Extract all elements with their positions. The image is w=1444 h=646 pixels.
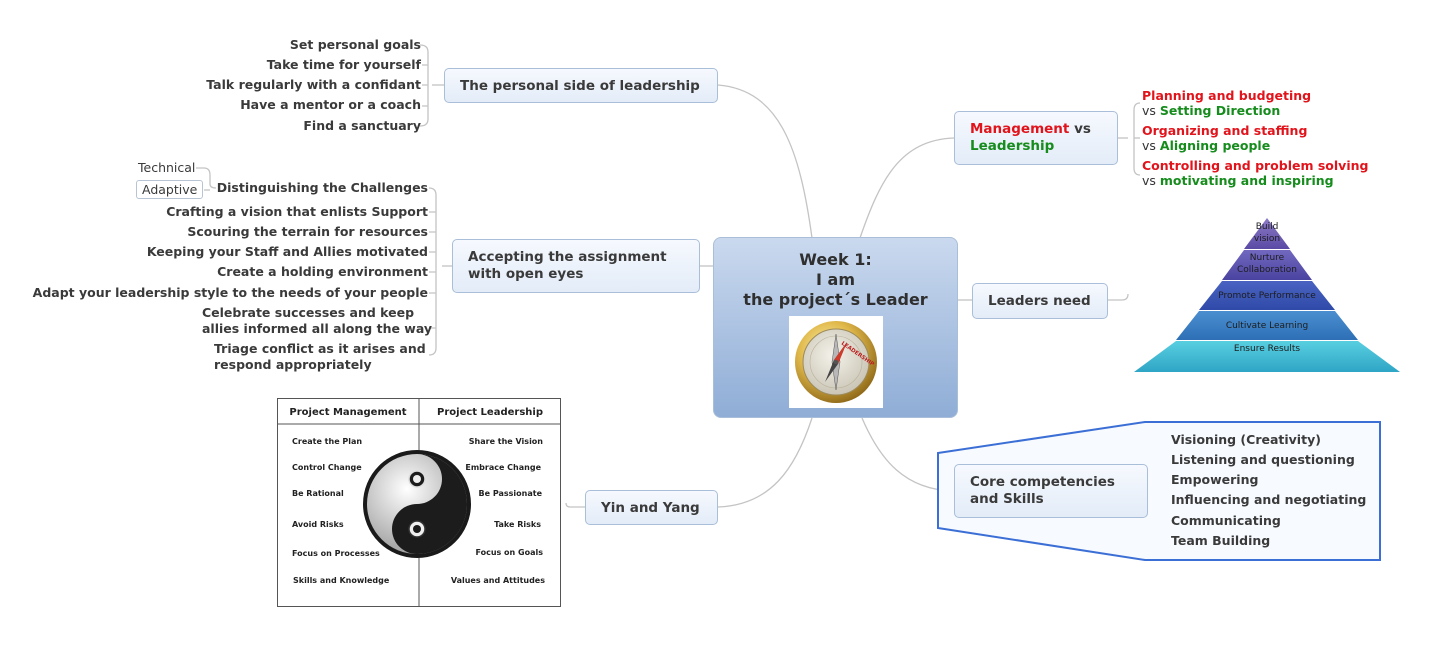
- challenge-adaptive-label: Adaptive: [142, 182, 198, 197]
- yy-management-item: Skills and Knowledge: [293, 576, 390, 585]
- topic-leaders-need-label: Leaders need: [988, 293, 1091, 309]
- personal-item[interactable]: Take time for yourself: [266, 57, 421, 72]
- topic-yin-yang-label: Yin and Yang: [601, 499, 700, 516]
- celebrate-line2: allies informed all along the way: [202, 321, 433, 336]
- topic-accepting-assignment[interactable]: Accepting the assignment with open eyes: [452, 239, 700, 293]
- pair-vs: vs: [1142, 173, 1160, 188]
- management-pair[interactable]: Controlling and problem solving vs motiv…: [1142, 158, 1368, 188]
- central-title-line1: Week 1:: [799, 250, 872, 269]
- topic-vs-label: vs: [1069, 121, 1091, 137]
- yy-leadership-item: Be Passionate: [479, 489, 543, 498]
- pyramid-level-build-1: Build: [1256, 222, 1279, 232]
- personal-item[interactable]: Set personal goals: [289, 37, 421, 52]
- yy-header-leadership: Project Leadership: [437, 407, 543, 418]
- core-item[interactable]: Team Building: [1171, 533, 1271, 548]
- personal-item[interactable]: Talk regularly with a confidant: [206, 77, 421, 92]
- assignment-item[interactable]: Scouring the terrain for resources: [187, 224, 428, 239]
- yy-management-item: Create the Plan: [292, 437, 362, 446]
- yin-yang-table-image: Project Management Project Leadership Cr…: [277, 398, 561, 607]
- leaders-need-pyramid: Build vision Nurture Collaboration Promo…: [1134, 218, 1400, 372]
- yy-management-item: Avoid Risks: [292, 520, 344, 529]
- yy-management-item: Be Rational: [292, 489, 344, 498]
- central-topic[interactable]: Week 1: I am the project´s Leader: [713, 237, 958, 418]
- pair-vs: vs: [1142, 103, 1160, 118]
- assignment-item[interactable]: Adapt your leadership style to the needs…: [32, 285, 428, 300]
- central-title-line2: I am: [816, 270, 855, 289]
- pyramid-level-nurture-1: Nurture: [1250, 253, 1285, 263]
- assignment-item[interactable]: Keeping your Staff and Allies motivated: [146, 244, 428, 259]
- core-item[interactable]: Influencing and negotiating: [1171, 492, 1367, 507]
- celebrate-line1: Celebrate successes and keep: [202, 305, 415, 320]
- yy-leadership-item: Share the Vision: [469, 437, 544, 446]
- pair-management: Organizing and staffing: [1142, 123, 1308, 138]
- pair-leadership: Aligning people: [1159, 138, 1271, 153]
- assignment-item[interactable]: Create a holding environment: [217, 264, 428, 279]
- yy-leadership-item: Embrace Change: [465, 463, 541, 472]
- triage-line1: Triage conflict as it arises and: [214, 341, 426, 356]
- topic-personal-side-label: The personal side of leadership: [460, 77, 700, 94]
- personal-item[interactable]: Find a sanctuary: [303, 118, 421, 133]
- triage-line2: respond appropriately: [214, 357, 372, 372]
- topic-accepting-line2: with open eyes: [468, 266, 584, 282]
- topic-management-vs-leadership[interactable]: Management vs Leadership: [954, 111, 1118, 165]
- topic-yin-yang[interactable]: Yin and Yang: [585, 490, 718, 525]
- topic-core-competencies[interactable]: Core competencies and Skills: [954, 464, 1148, 518]
- pair-leadership: Setting Direction: [1159, 103, 1281, 118]
- pyramid-level-ensure: Ensure Results: [1234, 344, 1300, 354]
- yy-management-item: Focus on Processes: [292, 549, 380, 558]
- topic-leadership-label: Leadership: [970, 138, 1055, 154]
- management-pair[interactable]: Organizing and staffing vs Aligning peop…: [1142, 123, 1307, 153]
- assignment-item[interactable]: Crafting a vision that enlists Support: [166, 204, 428, 219]
- topic-personal-side[interactable]: The personal side of leadership: [444, 68, 718, 103]
- yy-leadership-item: Focus on Goals: [475, 548, 543, 557]
- core-item[interactable]: Communicating: [1171, 513, 1281, 528]
- assignment-item-triage[interactable]: Triage conflict as it arises and respond…: [214, 341, 426, 373]
- pyramid-level-nurture-2: Collaboration: [1237, 265, 1297, 275]
- pyramid-level-cultivate: Cultivate Learning: [1226, 321, 1308, 331]
- core-item[interactable]: Visioning (Creativity): [1171, 432, 1321, 447]
- yy-leadership-item: Values and Attitudes: [451, 576, 545, 585]
- assignment-item-celebrate[interactable]: Celebrate successes and keep allies info…: [202, 305, 433, 337]
- management-pair[interactable]: Planning and budgeting vs Setting Direct…: [1142, 88, 1311, 118]
- pair-leadership: motivating and inspiring: [1159, 173, 1334, 188]
- topic-management-label: Management: [970, 121, 1070, 137]
- core-boundary: [937, 421, 1381, 561]
- core-item[interactable]: Empowering: [1171, 472, 1259, 487]
- yy-header-management: Project Management: [289, 407, 406, 418]
- central-title-line3: the project´s Leader: [743, 290, 928, 309]
- core-item[interactable]: Listening and questioning: [1171, 452, 1355, 467]
- personal-item[interactable]: Have a mentor or a coach: [240, 97, 421, 112]
- topic-leaders-need[interactable]: Leaders need: [972, 283, 1108, 319]
- pyramid-level-promote: Promote Performance: [1218, 291, 1316, 301]
- yin-yang-icon: [363, 450, 471, 558]
- pyramid-level-build-2: vision: [1254, 234, 1280, 244]
- yy-leadership-item: Take Risks: [494, 520, 541, 529]
- challenge-adaptive[interactable]: Adaptive: [136, 180, 204, 199]
- leadership-compass-icon: LEADERSHIP: [789, 316, 883, 408]
- assignment-item[interactable]: Distinguishing the Challenges: [216, 180, 428, 195]
- pair-management: Controlling and problem solving: [1142, 158, 1369, 173]
- challenge-technical[interactable]: Technical: [138, 160, 196, 175]
- pair-vs: vs: [1142, 138, 1160, 153]
- topic-accepting-line1: Accepting the assignment: [468, 249, 667, 265]
- topic-core-line2: and Skills: [970, 491, 1044, 507]
- topic-core-line1: Core competencies: [970, 474, 1115, 490]
- yy-management-item: Control Change: [292, 463, 362, 472]
- pair-management: Planning and budgeting: [1142, 88, 1312, 103]
